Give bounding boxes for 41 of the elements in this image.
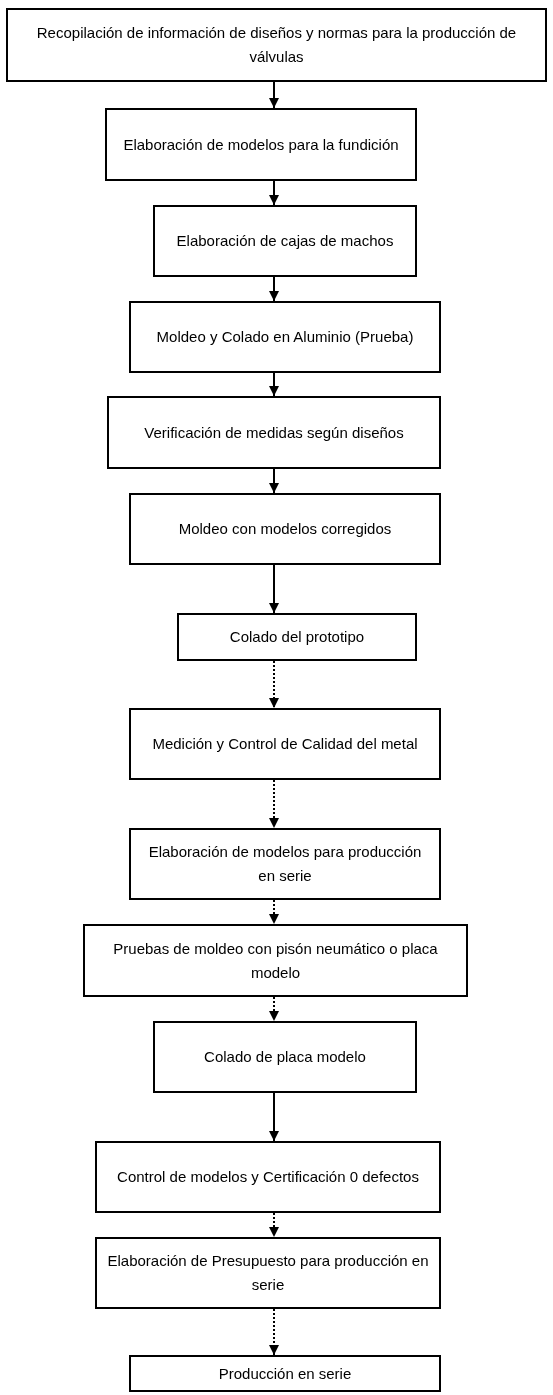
process-box: [177, 613, 417, 661]
step-text: Moldeo y Colado en Aluminio (Prueba): [156, 327, 414, 347]
step-text: Elaboración de cajas de machos: [176, 231, 394, 251]
process-box: [129, 301, 441, 373]
step-text: Control de modelos y Certificación 0 defectos: [117, 1167, 419, 1187]
process-box: [6, 8, 547, 82]
step-text: Producción en serie: [218, 1363, 352, 1384]
arrow: [269, 660, 279, 709]
arrow: [269, 180, 279, 206]
process-box: [153, 1021, 417, 1093]
step-text: Pruebas de moldeo con pisón neumático o placa modelo: [112, 938, 439, 983]
step-text: Recopilación de información de diseños y normas para la producción de válvulas: [35, 23, 518, 67]
process-box: [95, 1237, 441, 1309]
arrow: [269, 1212, 279, 1238]
arrow: [269, 468, 279, 494]
step-text: Elaboración de modelos para producción en serie: [147, 842, 423, 886]
step-text: Verificación de medidas según diseños: [144, 422, 404, 443]
process-box: [153, 205, 417, 277]
process-box: [95, 1141, 441, 1213]
process-box: [105, 108, 417, 181]
process-box: [83, 924, 468, 997]
process-box: [107, 396, 441, 469]
arrow: [269, 1092, 279, 1142]
step-text: Colado de placa modelo: [204, 1047, 366, 1067]
arrow: [269, 564, 279, 614]
arrow: [269, 276, 279, 302]
arrow: [269, 81, 279, 109]
arrow: [269, 1308, 279, 1356]
step-text: Elaboración de modelos para la fundición: [123, 134, 399, 155]
arrow: [269, 899, 279, 925]
arrow: [269, 372, 279, 397]
process-box: [129, 1355, 441, 1392]
step-text: Elaboración de Presupuesto para producción en serie: [107, 1251, 429, 1295]
process-box: [129, 493, 441, 565]
process-box: [129, 708, 441, 780]
step-text: Medición y Control de Calidad del metal: [152, 734, 418, 754]
step-text: Moldeo con modelos corregidos: [178, 519, 392, 539]
process-box: [129, 828, 441, 900]
arrow: [269, 996, 279, 1022]
arrow: [269, 779, 279, 829]
step-text: Colado del prototipo: [229, 627, 365, 647]
